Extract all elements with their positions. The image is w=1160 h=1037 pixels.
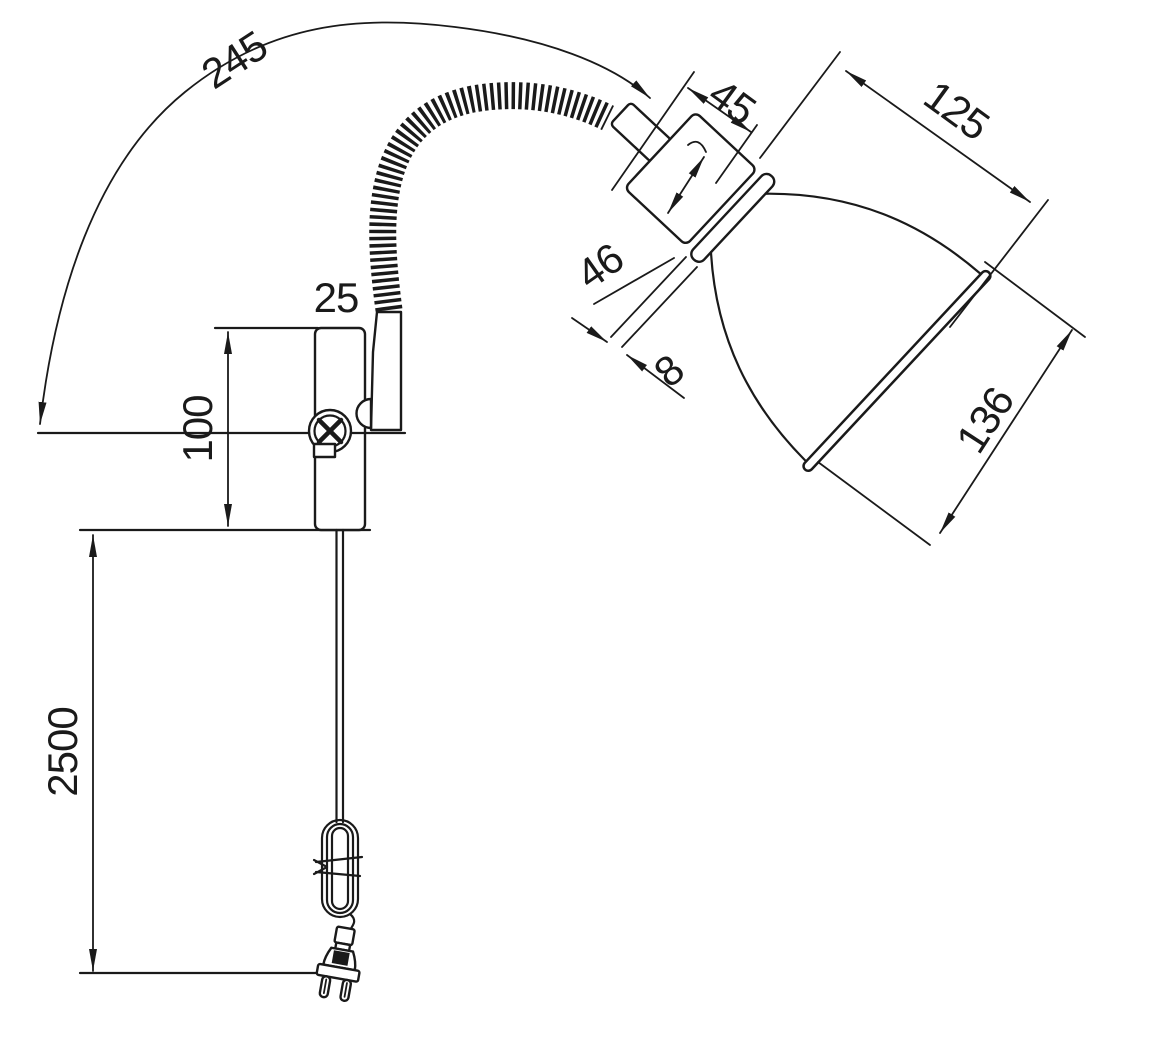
dim-label-245: 245 (193, 22, 275, 98)
shade-profile (764, 192, 981, 275)
stem-hinge-bump (355, 397, 373, 430)
gooseneck (369, 82, 615, 312)
power-cord (335, 528, 345, 824)
cord-tie (312, 855, 364, 878)
dim-arc-245 (38, 21, 651, 425)
shade-rim (802, 269, 992, 473)
dim-46 (593, 140, 707, 305)
dim-136 (817, 261, 1086, 546)
shade-neck-ring (690, 172, 776, 263)
dim-label-8: 8 (645, 346, 692, 396)
plug-pin (339, 978, 353, 1003)
screw-icon (307, 408, 353, 454)
power-plug (315, 925, 361, 1003)
plug-pin (318, 975, 332, 999)
dim-label-2500: 2500 (39, 707, 86, 796)
dim-label-25: 25 (314, 274, 359, 321)
switch (312, 442, 337, 459)
gooseneck-stem (369, 310, 403, 432)
dim-45 (611, 71, 758, 191)
dim-8 (571, 256, 698, 399)
shade-profile (709, 251, 807, 462)
dim-label-136: 136 (947, 379, 1023, 461)
dim-125 (759, 51, 1049, 328)
plug-collar (315, 962, 361, 983)
plug-label (331, 950, 350, 966)
cord-coil (312, 818, 364, 932)
dim-label-100: 100 (174, 395, 221, 462)
dim-label-125: 125 (916, 72, 998, 149)
